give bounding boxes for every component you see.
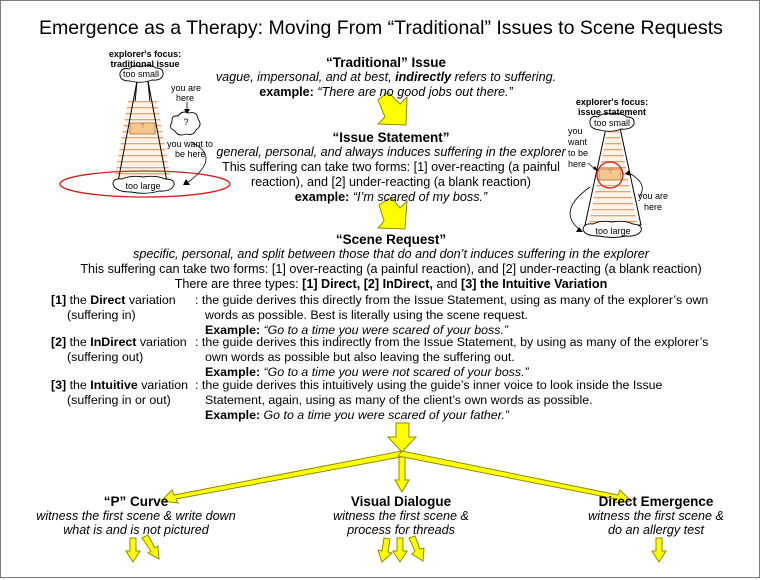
variation-line2: Statement, again, using as many of the c… [205,393,593,407]
right-are-label-line1: you are [638,191,669,201]
arrow-left-out-1 [125,537,141,563]
arrow-traditional-to-issue [376,91,408,126]
variation-example: Example: “Go to a time you were scared o… [205,323,509,337]
right-want-label-line4: here [568,159,587,169]
arrow-scene-to-outcomes [386,422,418,453]
right-tower-marker-box [598,168,622,181]
left-bottom-cloud-label: too large [125,181,161,191]
scene-forms: This suffering can take two forms: [1] o… [80,262,702,276]
right-tower [569,112,643,238]
right-want-label-line3: to be [568,148,589,158]
variation-name: [2] the InDirect variation [51,335,187,349]
right-box-mark: ? [608,169,612,176]
left-tower [59,64,231,198]
outcome-line1: witness the first scene & write down [36,509,236,523]
variation-line1: : the guide derives this directly from t… [195,293,709,307]
right-bottom-cloud [582,220,642,238]
left-top-cloud [119,64,164,83]
left-focus-line2: traditional issue [110,59,180,69]
traditional-example: example: “There are no good jobs out the… [259,85,513,99]
outcome-heading: “P” Curve [103,494,169,509]
outcome-line1: witness the first scene & [588,509,724,523]
variation-line1: : the guide derives this intuitively usi… [195,378,663,392]
left-want-label-line1: you want to [167,139,214,149]
left-question-mark: ? [183,117,189,127]
left-highlight-ring [59,170,231,198]
page-title: Emergence as a Therapy: Moving From “Tra… [39,17,723,39]
left-question-cloud [170,111,201,136]
right-focus-line1: explorer's focus: [575,97,649,107]
issue-heading: “Issue Statement” [332,130,450,145]
right-highlight-ring [596,161,624,189]
traditional-heading: “Traditional” Issue [325,55,447,70]
arrow-to-left [159,450,407,504]
issue-forms-line1: This suffering can take two forms: [1] o… [222,160,560,174]
issue-example: example: “I’m scared of my boss.” [294,190,488,204]
arrow-center-down [394,452,410,493]
right-focus-line2: issue statement [577,107,647,117]
outcome-line2: what is and is not pictured [63,523,209,537]
arrow-issue-to-scene [376,196,408,230]
variation-line2: own words as possible but also leaving t… [205,350,515,364]
issue-forms-line2: reaction), and [2] under-reacting (a bla… [250,175,531,189]
traditional-description: vague, impersonal, and at best, indirect… [215,70,557,84]
issue-description: general, personal, and always induces su… [216,145,566,159]
arrow-to-right [397,450,633,504]
variation-subtitle: (suffering out) [67,350,144,364]
scene-heading: “Scene Request” [335,232,447,247]
right-top-cloud-label: too small [593,118,630,128]
variation-subtitle: (suffering in) [67,308,136,322]
variation-subtitle: (suffering in or out) [67,393,171,407]
variation-name: [3] the Intuitive variation [51,378,189,392]
left-here-label: here [176,93,195,103]
variation-line2: words as possible. Best is literally usi… [205,308,529,322]
left-want-label-line2: be here [175,149,206,159]
left-tower-marker-box [129,122,156,135]
variation-example: Example: Go to a time you were scared of… [205,408,509,422]
left-you-are-label: you are [171,83,202,93]
outcome-line2: do an allergy test [608,523,704,537]
arrow-center-out-3 [408,535,425,562]
arrow-center-out-1 [392,537,408,563]
outcome-heading: Direct Emergence [598,494,714,509]
arrow-center-out-2 [377,537,394,563]
left-bottom-cloud [112,175,175,194]
variation-example: Example: “Go to a time you were not scar… [205,365,529,379]
variation-name: [1] the Direct variation [51,293,176,307]
right-bottom-cloud-label: too large [595,226,631,236]
outcome-line2: process for threads [347,523,455,537]
arrow-left-out-2 [141,534,160,560]
flow-arrows [125,91,667,563]
right-top-cloud [589,112,635,132]
right-want-label-line2: want [568,137,588,147]
left-box-mark: ? [140,123,145,130]
outcome-line1: witness the first scene & [333,509,469,523]
left-top-cloud-label: too small [122,69,159,79]
left-focus-line1: explorer's focus: [108,49,182,59]
scene-types: There are three types: [1] Direct, [2] I… [174,277,608,291]
scene-description: specific, personal, and split between th… [133,247,649,261]
right-are-label-line2: here [644,202,663,212]
outcome-heading: Visual Dialogue [350,494,452,509]
variation-line1: : the guide derives this indirectly from… [195,335,709,349]
right-want-label-line1: you [568,126,583,136]
arrow-right-out [651,537,667,563]
